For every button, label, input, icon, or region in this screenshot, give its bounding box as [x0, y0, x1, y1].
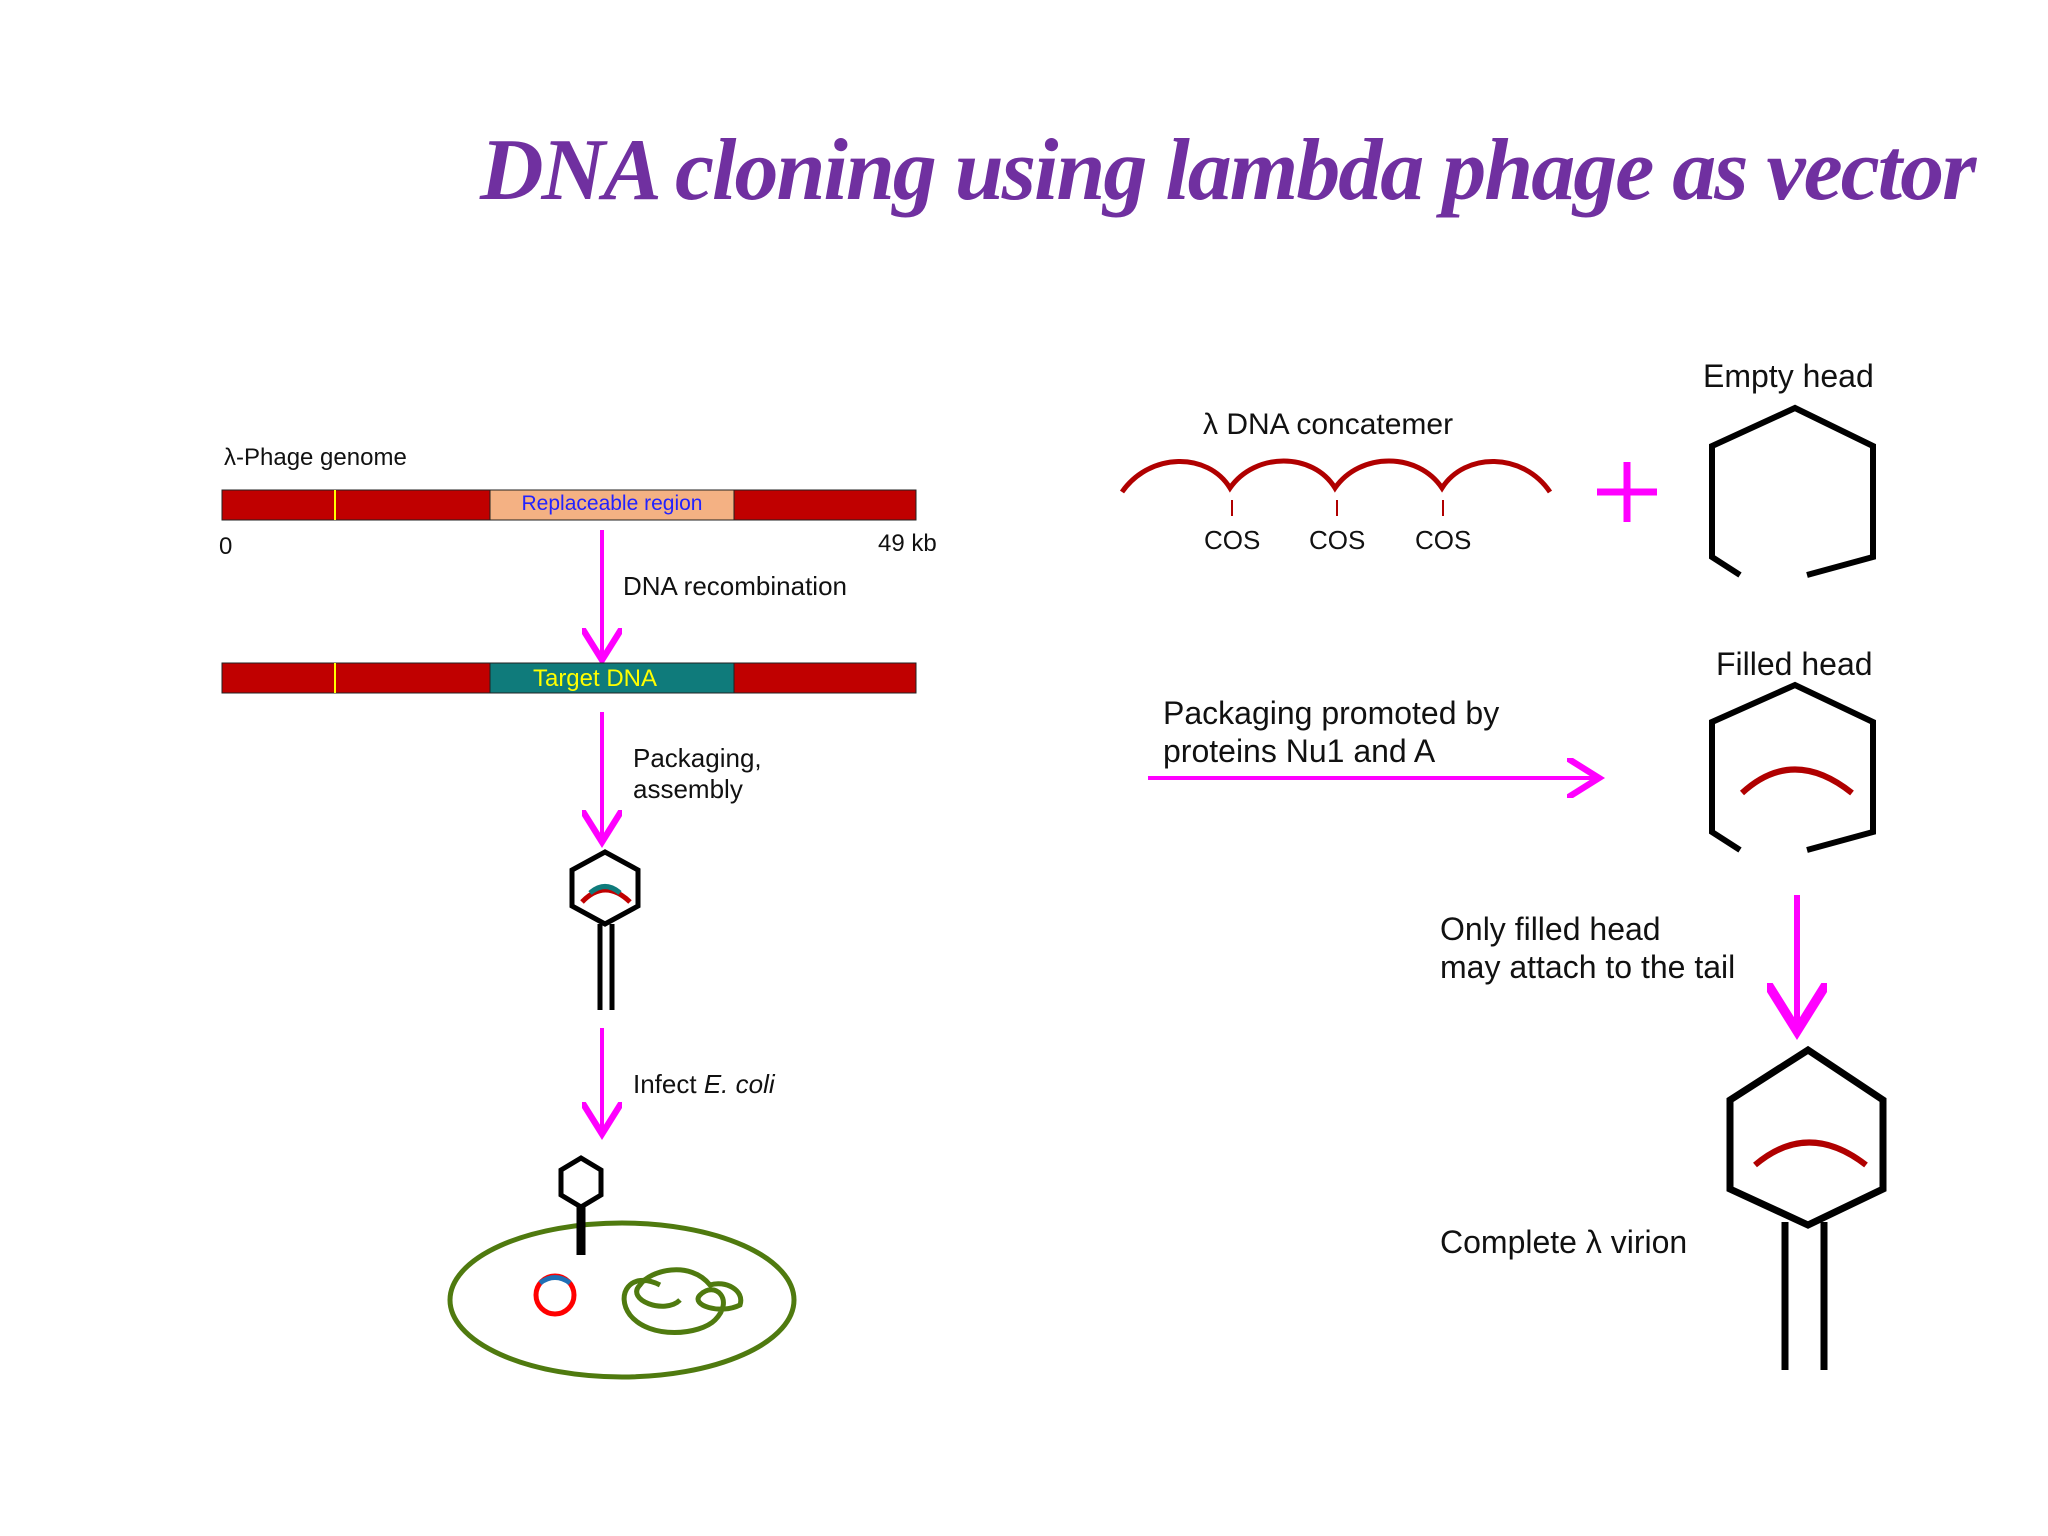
- cos-label-3: COS: [1415, 525, 1472, 555]
- packaging-step-label-line1: Packaging,: [633, 743, 762, 773]
- packaging-promoted-line2: proteins Nu1 and A: [1163, 733, 1436, 769]
- small-phage-icon: [569, 849, 641, 1010]
- infect-prefix: Infect: [633, 1069, 704, 1099]
- slide-title: DNA cloning using lambda phage as vector: [480, 122, 1976, 219]
- phage-genome-bar: [221, 489, 917, 521]
- infect-step-label: Infect E. coli: [633, 1068, 775, 1101]
- packaging-promoted-line1: Packaging promoted by: [1163, 695, 1500, 731]
- empty-head-icon: [1709, 404, 1876, 578]
- empty-head-label: Empty head: [1703, 358, 1874, 394]
- ecoli-cell: [447, 1155, 797, 1380]
- scale-start-label: 0: [219, 533, 233, 560]
- cos-label-2: COS: [1309, 525, 1366, 555]
- packaging-step-label-line2: assembly: [633, 774, 743, 804]
- phage-genome-label: λ-Phage genome: [224, 444, 407, 471]
- attach-label-line1: Only filled head: [1440, 911, 1661, 947]
- concatemer-label: λ DNA concatemer: [1203, 408, 1454, 441]
- plus-icon: [1597, 462, 1657, 522]
- attach-label-line2: may attach to the tail: [1440, 949, 1736, 985]
- infect-organism: E. coli: [703, 1069, 775, 1099]
- recombinant-genome-bar: [221, 662, 917, 694]
- complete-virion-icon: [1726, 1045, 1887, 1370]
- target-dna-region: [489, 662, 735, 694]
- target-dna-label: Target DNA: [532, 665, 658, 692]
- cos-label-1: COS: [1204, 525, 1261, 555]
- replaceable-region-label: Replaceable region: [521, 492, 703, 515]
- filled-head-icon: [1709, 681, 1876, 853]
- dna-concatemer: [1119, 458, 1553, 516]
- infecting-phage-icon: [558, 1155, 604, 1255]
- replaceable-region: [489, 489, 735, 521]
- scale-end-label: 49 kb: [878, 530, 937, 557]
- complete-virion-label: Complete λ virion: [1440, 1224, 1688, 1260]
- bacterial-chromosome: [621, 1267, 744, 1335]
- recombination-step-label: DNA recombination: [623, 571, 847, 601]
- filled-head-label: Filled head: [1716, 646, 1873, 682]
